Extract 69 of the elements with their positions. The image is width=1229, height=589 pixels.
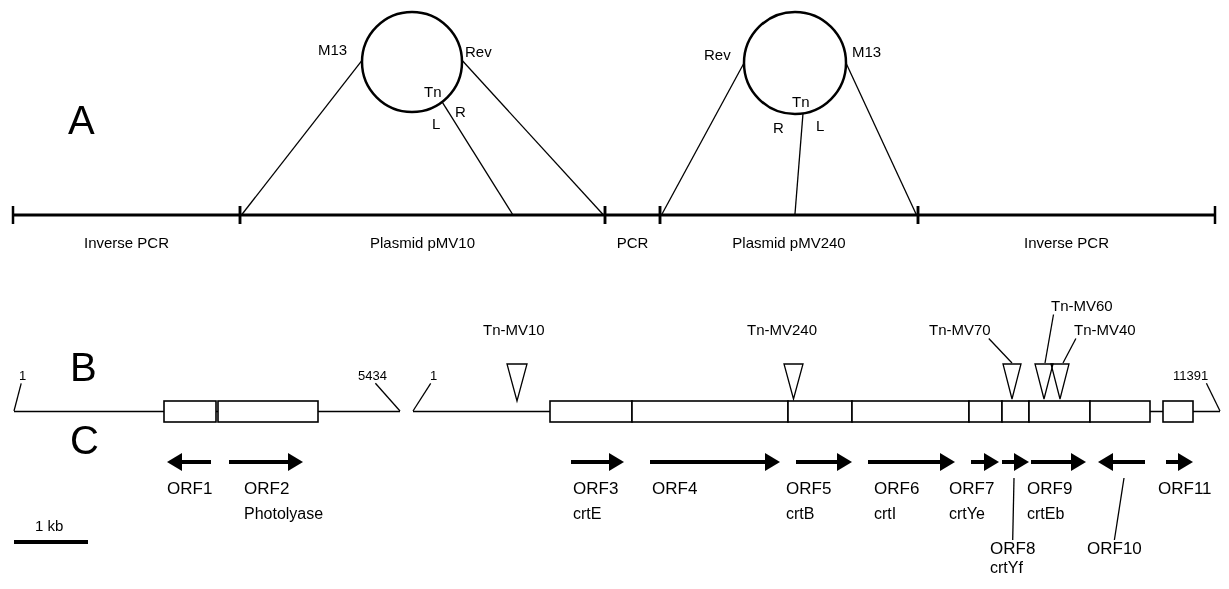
primer-label: Rev — [465, 44, 492, 61]
scale-label: 1 kb — [35, 518, 64, 535]
triangle-icon — [506, 363, 528, 402]
gene-name: Photolyase — [244, 505, 324, 523]
transposon-end-label: R — [773, 120, 784, 137]
gene-label: ORF2 — [244, 480, 290, 499]
transposon-label: Tn — [792, 94, 810, 111]
segment-label: PCR — [615, 235, 650, 252]
leader-line — [1044, 313, 1055, 364]
primer-label: M13 — [318, 42, 348, 59]
segment-label: Inverse PCR — [1023, 235, 1110, 252]
gene-label: ORF6 — [874, 480, 920, 499]
transposon-label: Tn-MV40 — [1074, 322, 1136, 339]
segment-label: Plasmid pMV240 — [731, 235, 847, 252]
expansion-line — [240, 59, 363, 216]
transposon-label: Tn-MV70 — [929, 322, 991, 339]
gene-label: ORF4 — [652, 480, 698, 499]
expansion-line — [794, 112, 804, 216]
leader-line — [1113, 477, 1125, 541]
triangle-icon — [1050, 363, 1070, 400]
leader-line — [1062, 337, 1077, 364]
gene-label: ORF11 — [1158, 480, 1212, 499]
panel-letter: C — [70, 418, 99, 462]
expansion-line — [845, 62, 918, 216]
primer-label: Rev — [704, 47, 731, 64]
transposon-end-label: L — [816, 118, 825, 135]
expansion-line — [461, 59, 605, 216]
position-number: 1 — [430, 369, 438, 384]
gene-name: crtEb — [1027, 505, 1065, 523]
expansion-line — [660, 62, 745, 216]
gene-name: crtE — [573, 505, 602, 523]
leader-line — [1012, 477, 1015, 541]
gene-name: crtI — [874, 505, 897, 523]
gene-label: ORF9 — [1027, 480, 1073, 499]
transposon-label: Tn — [424, 84, 442, 101]
gene-name: crtYf — [990, 558, 1024, 577]
transposon-end-label: R — [455, 104, 466, 121]
gene-label: ORF5 — [786, 480, 832, 499]
segment-label: Inverse PCR — [83, 235, 170, 252]
triangle-icon — [1034, 363, 1054, 400]
gene-label: ORF3 — [573, 480, 619, 499]
segment-label: Plasmid pMV10 — [368, 235, 476, 252]
leader-line — [412, 382, 432, 412]
triangle-icon — [783, 363, 804, 400]
transposon-label: Tn-MV60 — [1051, 298, 1113, 315]
plasmid-circle — [742, 10, 848, 116]
panel-letter: A — [68, 98, 95, 142]
leader-line — [374, 382, 401, 412]
transposon-end-label: L — [432, 116, 441, 133]
leader-line — [1205, 382, 1221, 412]
gene-label: ORF7 — [949, 480, 995, 499]
gene-map-drawing — [14, 400, 400, 423]
panel-letter: B — [70, 345, 97, 389]
position-number: 11391 — [1173, 369, 1209, 384]
leader-line — [988, 337, 1013, 364]
transposon-label: Tn-MV10 — [483, 322, 545, 339]
gene-label: ORF8 — [990, 540, 1036, 559]
gene-name: crtYe — [949, 505, 985, 523]
gene-name: crtB — [786, 505, 815, 523]
gene-label: ORF10 — [1087, 540, 1142, 559]
expansion-line — [441, 101, 514, 216]
triangle-icon — [1002, 363, 1022, 400]
gene-map-drawing — [413, 400, 1220, 423]
position-number: 5434 — [358, 369, 387, 384]
transposon-label: Tn-MV240 — [747, 322, 818, 339]
primer-label: M13 — [852, 44, 882, 61]
position-number: 1 — [19, 369, 27, 384]
gene-label: ORF1 — [167, 480, 213, 499]
leader-line — [13, 382, 22, 412]
